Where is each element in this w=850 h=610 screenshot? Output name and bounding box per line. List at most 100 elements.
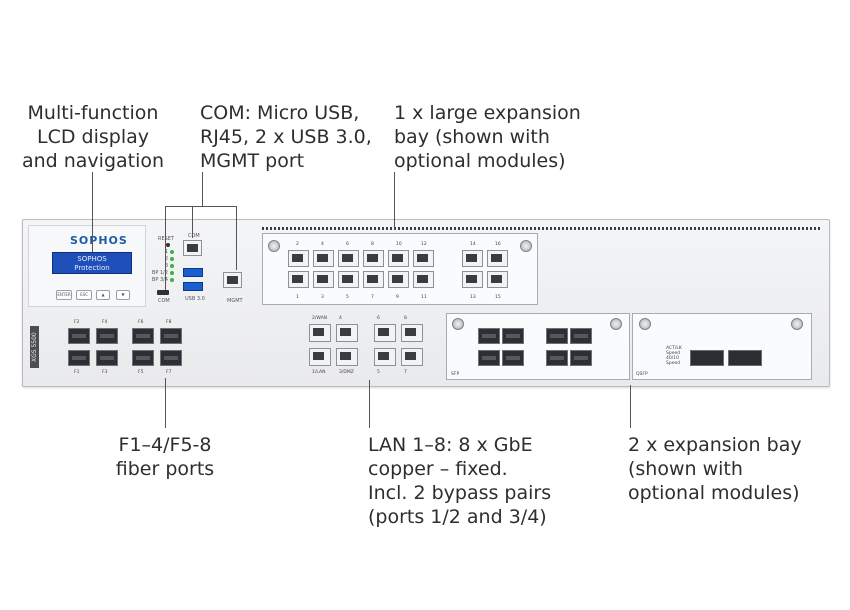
leader-com-rj45 — [192, 206, 193, 238]
large-bay-rj45-port[interactable] — [413, 250, 434, 267]
mgmt-rj45-port[interactable] — [223, 272, 242, 288]
module-sfp-port[interactable] — [546, 328, 568, 344]
qsfp-module-label: QSFP — [636, 372, 648, 377]
reset-pinhole-icon[interactable] — [166, 243, 170, 247]
lan-rj45-port[interactable] — [336, 324, 358, 342]
large-bay-rj45-port[interactable] — [413, 271, 434, 288]
large-bay-port-label: 4 — [321, 242, 324, 247]
lan-port-label: 1/LAN — [312, 370, 326, 375]
module-sfp-port[interactable] — [570, 350, 592, 366]
qsfp-expansion-module — [632, 313, 812, 380]
qsfp-port-1[interactable] — [690, 350, 724, 366]
leader-com-up — [202, 172, 203, 206]
lan-rj45-port[interactable] — [309, 348, 331, 366]
model-label: XGS 5500 — [30, 326, 39, 368]
lan-port-label: 4 — [339, 316, 342, 321]
leader-com-bar — [165, 206, 237, 207]
fiber-sfp-port[interactable] — [160, 328, 182, 344]
large-bay-rj45-port[interactable] — [388, 250, 409, 267]
screw-icon — [610, 318, 622, 330]
lan-rj45-port[interactable] — [374, 324, 396, 342]
large-bay-rj45-port[interactable] — [462, 271, 483, 288]
large-bay-rj45-port[interactable] — [288, 271, 309, 288]
lcd-display: SOPHOS Protection — [52, 252, 132, 274]
module-sfp-port[interactable] — [478, 328, 500, 344]
large-bay-port-label: 3 — [321, 295, 324, 300]
screw-icon — [268, 240, 280, 252]
qsfp-status-4: Speed — [666, 361, 681, 366]
lan-rj45-port[interactable] — [309, 324, 331, 342]
lan-rj45-port[interactable] — [401, 324, 423, 342]
lcd-line-2: Protection — [74, 264, 110, 272]
reset-label: RESET — [158, 236, 175, 242]
large-bay-rj45-port[interactable] — [462, 250, 483, 267]
fiber-port-label: F5 — [138, 370, 144, 375]
led-label-2: 2 — [164, 256, 168, 262]
fiber-sfp-port[interactable] — [132, 328, 154, 344]
leader-com-micro — [165, 206, 166, 290]
large-bay-port-label: 11 — [421, 295, 427, 300]
status-led-icon — [170, 250, 174, 254]
down-button[interactable]: ▼ — [116, 290, 130, 300]
lan-rj45-port[interactable] — [374, 348, 396, 366]
large-bay-port-label: 5 — [346, 295, 349, 300]
qsfp-status-3: 40/10 — [666, 356, 679, 361]
large-bay-rj45-port[interactable] — [338, 271, 359, 288]
micro-usb-port[interactable] — [157, 290, 169, 295]
qsfp-port-2[interactable] — [728, 350, 762, 366]
large-bay-rj45-port[interactable] — [313, 271, 334, 288]
com-rj45-port[interactable] — [183, 240, 202, 256]
lan-port-label: 2/WAN — [312, 316, 328, 321]
fiber-sfp-port[interactable] — [96, 350, 118, 366]
large-bay-port-label: 1 — [296, 295, 299, 300]
large-expansion-module — [262, 233, 538, 305]
module-sfp-port[interactable] — [546, 350, 568, 366]
large-bay-rj45-port[interactable] — [313, 250, 334, 267]
fiber-sfp-port[interactable] — [160, 350, 182, 366]
fiber-port-label: F2 — [74, 320, 80, 325]
large-bay-port-label: 16 — [495, 242, 501, 247]
large-bay-port-label: 8 — [371, 242, 374, 247]
large-bay-rj45-port[interactable] — [487, 250, 508, 267]
large-bay-port-label: 15 — [495, 295, 501, 300]
module-sfp-port[interactable] — [502, 328, 524, 344]
module-sfp-port[interactable] — [570, 328, 592, 344]
leader-com-mgmt — [236, 206, 237, 270]
callout-lan: LAN 1–8: 8 x GbE copper – fixed. Incl. 2… — [368, 434, 552, 528]
lan-rj45-port[interactable] — [401, 348, 423, 366]
sfp-expansion-module — [446, 313, 630, 380]
large-bay-port-label: 12 — [421, 242, 427, 247]
large-bay-port-label: 10 — [396, 242, 402, 247]
enter-button[interactable]: ENTER — [56, 290, 72, 300]
bypass-led-icon — [170, 271, 174, 275]
led-label-bp34: BP 3/4 — [151, 277, 168, 283]
usb-port-2[interactable] — [183, 282, 203, 291]
module-sfp-port[interactable] — [502, 350, 524, 366]
callout-large-bay: 1 x large expansion bay (shown with opti… — [394, 102, 581, 172]
fiber-sfp-port[interactable] — [132, 350, 154, 366]
esc-button[interactable]: ESC — [76, 290, 92, 300]
screw-icon — [639, 318, 651, 330]
qsfp-status-2: Speed — [666, 351, 681, 356]
fiber-sfp-port[interactable] — [68, 350, 90, 366]
led-label-bp12: BP 1/2 — [151, 270, 168, 276]
fiber-sfp-port[interactable] — [68, 328, 90, 344]
sophos-logo: SOPHOS — [70, 234, 128, 247]
large-bay-rj45-port[interactable] — [487, 271, 508, 288]
top-vent — [262, 227, 820, 230]
leader-lcd — [92, 172, 93, 252]
fiber-port-label: F8 — [166, 320, 172, 325]
large-bay-rj45-port[interactable] — [388, 271, 409, 288]
large-bay-rj45-port[interactable] — [288, 250, 309, 267]
large-bay-rj45-port[interactable] — [363, 250, 384, 267]
lan-rj45-port[interactable] — [336, 348, 358, 366]
module-sfp-port[interactable] — [478, 350, 500, 366]
usb-label: USB 3.0 — [185, 296, 205, 302]
up-button[interactable]: ▲ — [96, 290, 110, 300]
large-bay-rj45-port[interactable] — [363, 271, 384, 288]
lan-port-label: 3/DMZ — [339, 370, 354, 375]
usb-port-1[interactable] — [183, 268, 203, 277]
fiber-sfp-port[interactable] — [96, 328, 118, 344]
fiber-port-label: F4 — [102, 320, 108, 325]
large-bay-rj45-port[interactable] — [338, 250, 359, 267]
